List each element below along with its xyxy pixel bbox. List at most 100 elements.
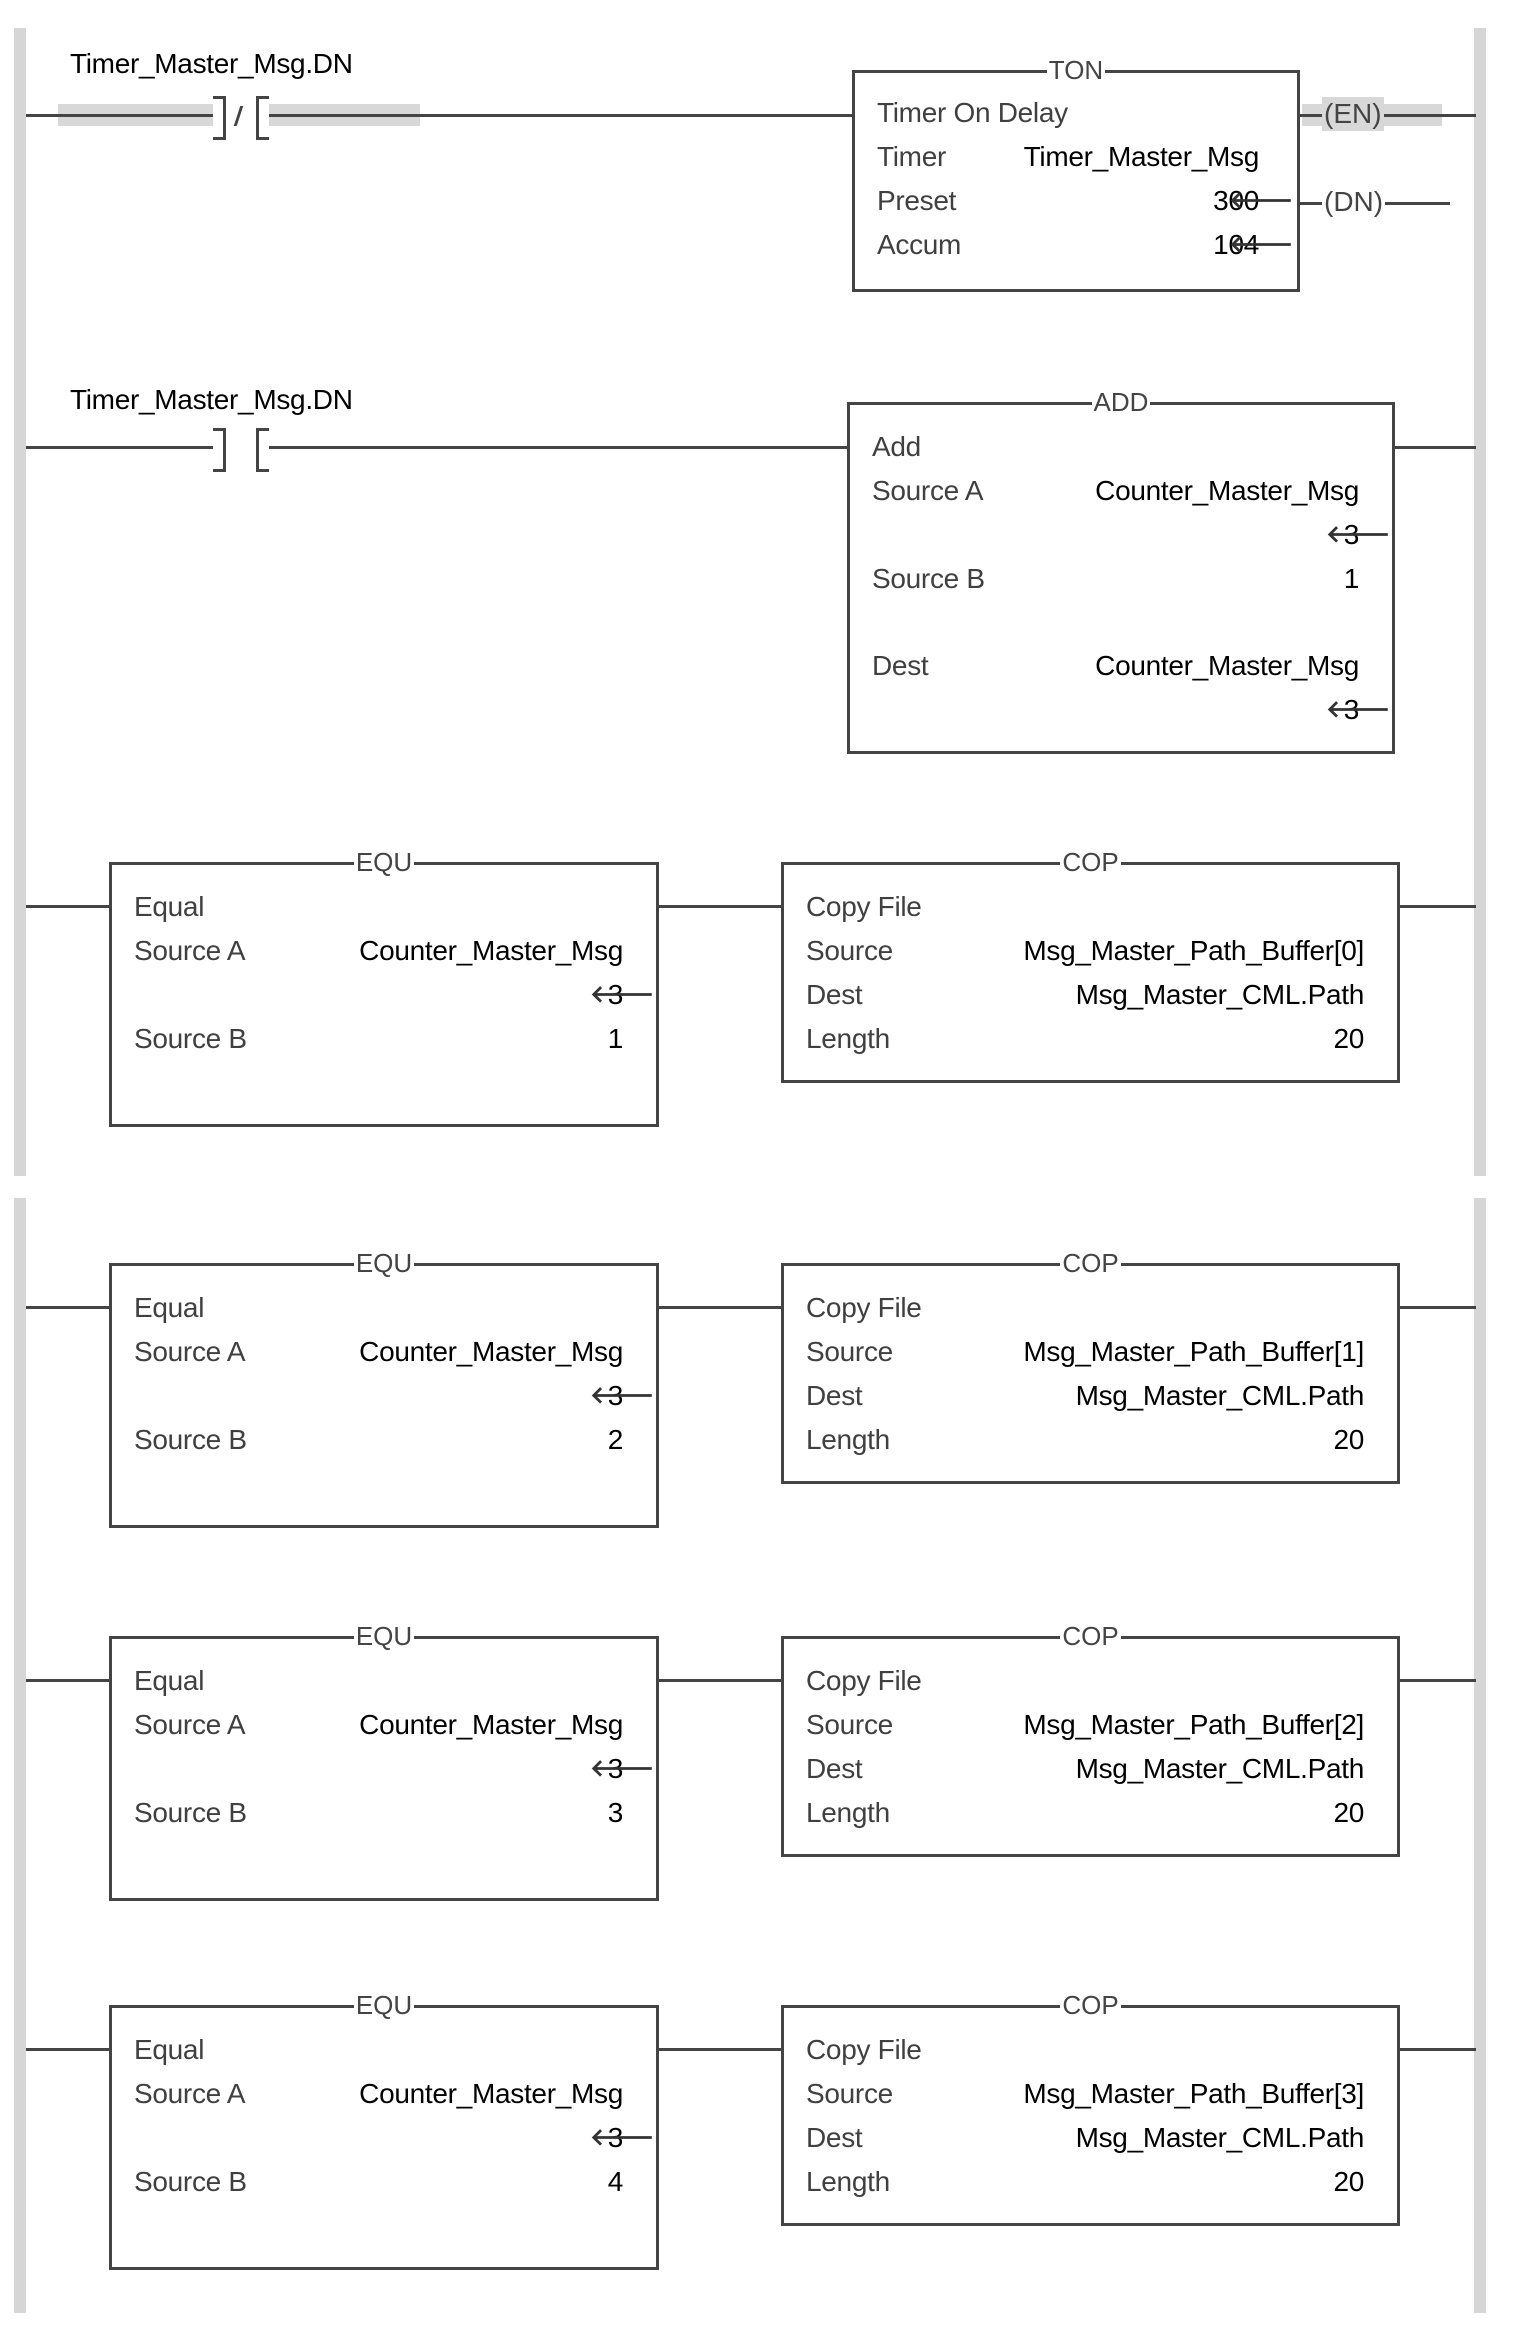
en-output-coil[interactable]: (EN) <box>1322 97 1384 131</box>
cop-instruction-block[interactable]: COP Copy File Source Msg_Master_Path_Buf… <box>781 1621 1400 1857</box>
source-b-label: Source B <box>134 2166 247 2197</box>
source-b-value[interactable]: 2 <box>607 1424 624 1455</box>
source-b-value[interactable]: 4 <box>607 2166 624 2197</box>
left-power-rail <box>14 1198 26 2313</box>
length-label: Length <box>806 1797 890 1828</box>
accum-label: Accum <box>877 229 962 260</box>
source-label: Source <box>806 935 893 966</box>
instruction-mnemonic: EQU <box>353 1621 415 1651</box>
rung-wire <box>26 114 853 117</box>
value-arrow-icon: 🡐 <box>1228 187 1293 214</box>
equ-instruction-block[interactable]: EQU Equal Source A Counter_Master_Msg 3 … <box>109 847 659 1127</box>
source-a-label: Source A <box>134 1709 246 1740</box>
rung-wire <box>657 2048 783 2051</box>
length-value[interactable]: 20 <box>1333 1023 1364 1054</box>
source-b-value[interactable]: 1 <box>1343 563 1360 594</box>
timer-label: Timer <box>877 141 947 172</box>
instruction-mnemonic: TON <box>1046 55 1106 85</box>
source-b-label: Source B <box>134 1023 247 1054</box>
right-power-rail <box>1474 28 1486 1176</box>
instruction-title: Timer On Delay <box>877 97 1068 128</box>
preset-value[interactable]: 300 <box>1213 185 1259 216</box>
source-label: Source <box>806 1709 893 1740</box>
accum-value[interactable]: 104 <box>1213 229 1259 260</box>
cop-instruction-block[interactable]: COP Copy File Source Msg_Master_Path_Buf… <box>781 1990 1400 2226</box>
timer-value[interactable]: Timer_Master_Msg <box>1023 141 1260 172</box>
equ-instruction-block[interactable]: EQU Equal Source A Counter_Master_Msg 3 … <box>109 1621 659 1901</box>
length-value[interactable]: 20 <box>1333 2166 1364 2197</box>
source-a-value[interactable]: Counter_Master_Msg <box>359 1709 623 1740</box>
instruction-mnemonic: EQU <box>353 1990 415 2020</box>
source-a-value[interactable]: Counter_Master_Msg <box>1095 475 1359 506</box>
source-value[interactable]: Msg_Master_Path_Buffer[3] <box>1023 2078 1364 2109</box>
length-value[interactable]: 20 <box>1333 1797 1364 1828</box>
contact-tag-label[interactable]: Timer_Master_Msg.DN <box>70 384 353 415</box>
instruction-title: Add <box>872 431 921 462</box>
instruction-mnemonic: COP <box>1060 1990 1121 2020</box>
source-a-live-value: 3 <box>1343 519 1360 550</box>
value-arrow-icon: 🡐 <box>1325 696 1390 723</box>
length-value[interactable]: 20 <box>1333 1424 1364 1455</box>
value-arrow-icon: 🡐 <box>1325 521 1390 548</box>
dest-label: Dest <box>806 979 863 1010</box>
cop-instruction-block[interactable]: COP Copy File Source Msg_Master_Path_Buf… <box>781 847 1400 1083</box>
instruction-title: Equal <box>134 891 205 922</box>
source-a-label: Source A <box>872 475 984 506</box>
value-arrow-icon: 🡐 <box>589 981 654 1008</box>
rung-wire <box>657 1306 783 1309</box>
source-a-live-value: 3 <box>607 2122 624 2153</box>
source-a-value[interactable]: Counter_Master_Msg <box>359 1336 623 1367</box>
instruction-title: Copy File <box>806 2034 922 2065</box>
length-label: Length <box>806 1023 890 1054</box>
xio-contact-icon[interactable] <box>213 96 269 140</box>
rung-wire <box>26 905 111 908</box>
xic-contact-icon[interactable] <box>213 428 269 472</box>
equ-instruction-block[interactable]: EQU Equal Source A Counter_Master_Msg 3 … <box>109 1990 659 2270</box>
cop-instruction-block[interactable]: COP Copy File Source Msg_Master_Path_Buf… <box>781 1248 1400 1484</box>
rung-wire <box>1398 1679 1476 1682</box>
dest-value[interactable]: Counter_Master_Msg <box>1095 650 1359 681</box>
value-arrow-icon: 🡐 <box>589 1755 654 1782</box>
source-b-value[interactable]: 1 <box>607 1023 624 1054</box>
instruction-title: Copy File <box>806 891 922 922</box>
rung-wire <box>657 905 783 908</box>
rung-wire <box>26 2048 111 2051</box>
source-a-live-value: 3 <box>607 1380 624 1411</box>
source-value[interactable]: Msg_Master_Path_Buffer[2] <box>1023 1709 1364 1740</box>
ton-instruction-block[interactable]: TON Timer On Delay Timer Timer_Master_Ms… <box>852 55 1300 292</box>
source-a-label: Source A <box>134 1336 246 1367</box>
instruction-title: Equal <box>134 1665 205 1696</box>
source-value[interactable]: Msg_Master_Path_Buffer[0] <box>1023 935 1364 966</box>
source-label: Source <box>806 1336 893 1367</box>
source-b-label: Source B <box>872 563 985 594</box>
source-a-value[interactable]: Counter_Master_Msg <box>359 935 623 966</box>
value-arrow-icon: 🡐 <box>589 2124 654 2151</box>
rung-wire <box>1398 905 1476 908</box>
dest-value[interactable]: Msg_Master_CML.Path <box>1075 979 1365 1010</box>
instruction-mnemonic: COP <box>1060 847 1121 877</box>
rung-wire <box>1398 2048 1476 2051</box>
rung-wire <box>1300 114 1476 117</box>
rung-wire <box>26 446 848 449</box>
add-instruction-block[interactable]: ADD Add Source A Counter_Master_Msg 3 🡐 … <box>847 387 1395 754</box>
dest-value[interactable]: Msg_Master_CML.Path <box>1075 1380 1365 1411</box>
value-arrow-icon: 🡐 <box>589 1382 654 1409</box>
source-b-label: Source B <box>134 1797 247 1828</box>
dest-value[interactable]: Msg_Master_CML.Path <box>1075 2122 1365 2153</box>
length-label: Length <box>806 2166 890 2197</box>
dest-value[interactable]: Msg_Master_CML.Path <box>1075 1753 1365 1784</box>
dest-live-value: 3 <box>1343 694 1360 725</box>
dn-output-coil[interactable]: (DN) <box>1322 185 1386 219</box>
source-b-value[interactable]: 3 <box>607 1797 624 1828</box>
dest-label: Dest <box>806 1753 863 1784</box>
instruction-mnemonic: COP <box>1060 1248 1121 1278</box>
source-value[interactable]: Msg_Master_Path_Buffer[1] <box>1023 1336 1364 1367</box>
contact-tag-label[interactable]: Timer_Master_Msg.DN <box>70 48 353 79</box>
instruction-mnemonic: EQU <box>353 847 415 877</box>
source-a-value[interactable]: Counter_Master_Msg <box>359 2078 623 2109</box>
source-a-label: Source A <box>134 935 246 966</box>
preset-label: Preset <box>877 185 957 216</box>
instruction-title: Equal <box>134 2034 205 2065</box>
equ-instruction-block[interactable]: EQU Equal Source A Counter_Master_Msg 3 … <box>109 1248 659 1528</box>
right-power-rail <box>1474 1198 1486 2313</box>
